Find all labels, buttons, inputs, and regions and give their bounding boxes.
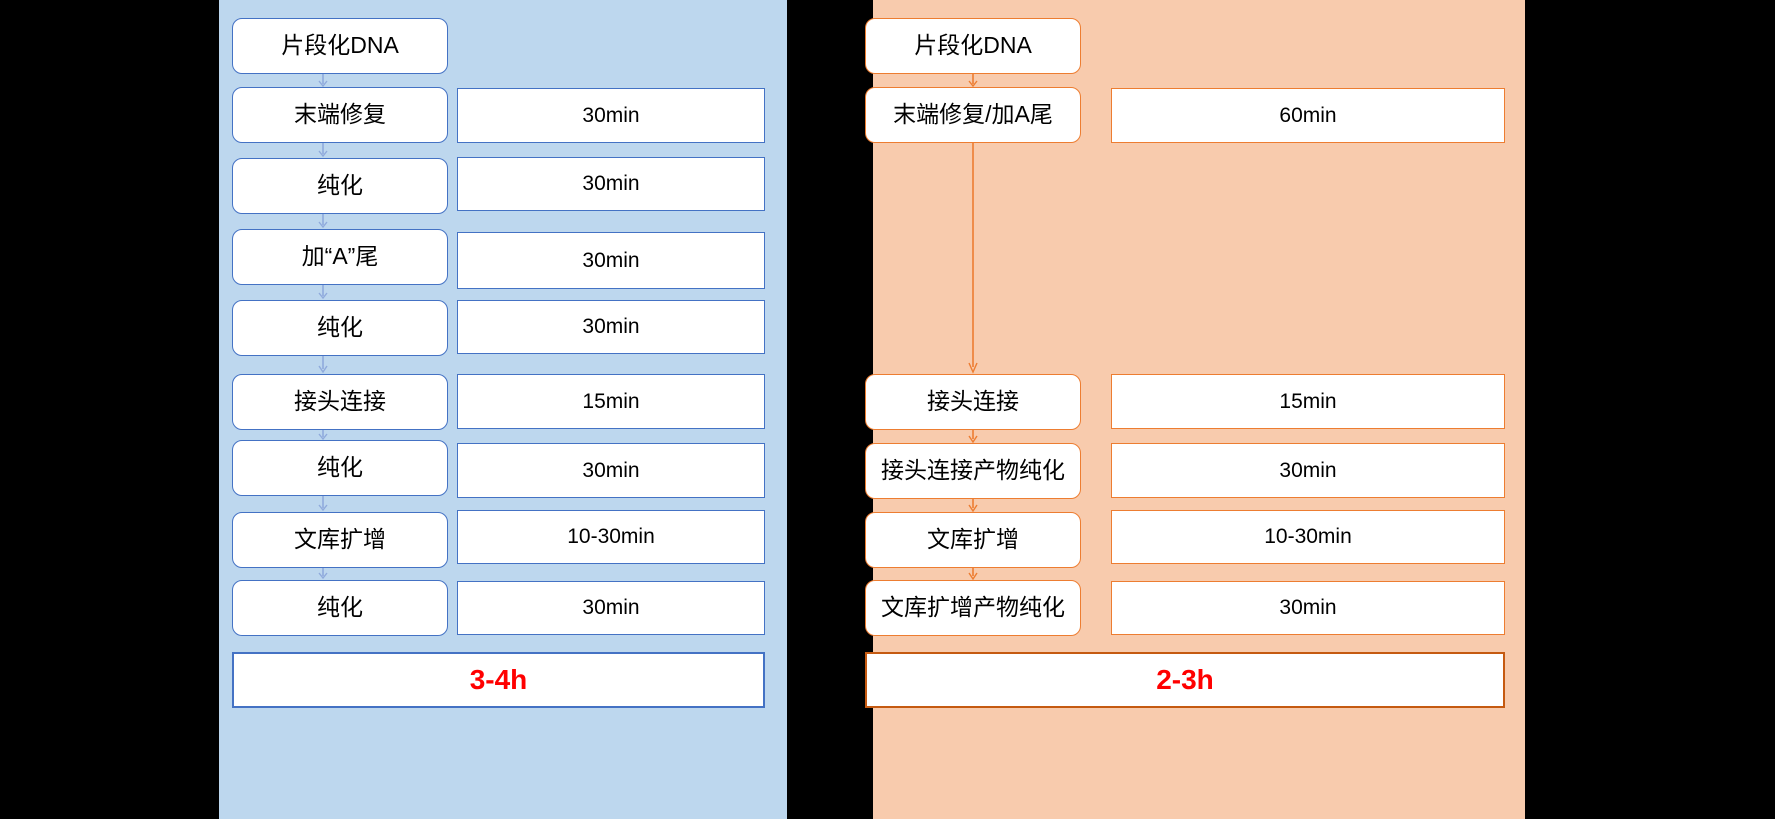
process-node-label: 纯化 bbox=[317, 172, 363, 199]
duration-box: 30min bbox=[1111, 581, 1505, 635]
total-time-box: 2-3h bbox=[865, 652, 1505, 708]
duration-box: 10-30min bbox=[457, 510, 765, 564]
workflow-panel-blue: 片段化DNA 末端修复 纯化 加“A”尾 纯化 接头连接 纯化 文库扩增 纯化 bbox=[219, 0, 787, 819]
process-node-label: 纯化 bbox=[317, 314, 363, 341]
duration-label: 30min bbox=[582, 103, 640, 127]
total-time-label: 2-3h bbox=[1156, 664, 1214, 695]
flow-arrow-down-icon bbox=[315, 74, 331, 88]
process-node-label: 接头连接产物纯化 bbox=[881, 457, 1065, 484]
duration-label: 30min bbox=[1279, 596, 1337, 619]
duration-box: 30min bbox=[457, 157, 765, 211]
workflow-panel-orange: 片段化DNA 末端修复/加A尾 接头连接 接头连接产物纯化 文库扩增 文库扩增产… bbox=[865, 0, 1525, 819]
duration-box: 30min bbox=[457, 232, 765, 289]
flow-arrow-down-icon bbox=[965, 499, 981, 513]
process-node-label: 纯化 bbox=[317, 594, 363, 621]
process-node-label: 纯化 bbox=[317, 454, 363, 481]
flow-arrow-down-icon bbox=[315, 356, 331, 375]
duration-label: 30min bbox=[582, 248, 640, 272]
process-node-label: 片段化DNA bbox=[914, 32, 1032, 59]
duration-label: 30min bbox=[582, 315, 640, 338]
process-node[interactable]: 末端修复 bbox=[232, 87, 448, 143]
duration-label: 10-30min bbox=[1264, 525, 1352, 548]
process-node[interactable]: 接头连接 bbox=[232, 374, 448, 430]
duration-label: 15min bbox=[582, 389, 640, 413]
process-node[interactable]: 文库扩增 bbox=[232, 512, 448, 568]
flow-arrow-down-icon bbox=[315, 214, 331, 230]
duration-box: 30min bbox=[457, 300, 765, 354]
flow-arrow-down-icon bbox=[315, 496, 331, 513]
duration-label: 15min bbox=[1279, 389, 1337, 413]
duration-box: 30min bbox=[457, 581, 765, 635]
flow-arrow-down-icon bbox=[315, 143, 331, 159]
duration-box: 30min bbox=[457, 88, 765, 143]
process-node-label: 接头连接 bbox=[927, 388, 1019, 415]
process-node[interactable]: 纯化 bbox=[232, 158, 448, 214]
process-node[interactable]: 纯化 bbox=[232, 440, 448, 496]
process-node[interactable]: 文库扩增产物纯化 bbox=[865, 580, 1081, 636]
process-node[interactable]: 接头连接产物纯化 bbox=[865, 443, 1081, 499]
duration-label: 30min bbox=[582, 596, 640, 619]
duration-label: 30min bbox=[582, 172, 640, 195]
process-node-label: 末端修复/加A尾 bbox=[893, 101, 1053, 128]
process-node[interactable]: 片段化DNA bbox=[232, 18, 448, 74]
process-node-label: 文库扩增 bbox=[927, 526, 1019, 553]
total-time-box: 3-4h bbox=[232, 652, 765, 708]
process-node-label: 文库扩增产物纯化 bbox=[881, 594, 1065, 621]
duration-box: 60min bbox=[1111, 88, 1505, 143]
duration-box: 15min bbox=[457, 374, 765, 429]
process-node[interactable]: 文库扩增 bbox=[865, 512, 1081, 568]
duration-label: 30min bbox=[1279, 458, 1337, 482]
duration-box: 30min bbox=[457, 443, 765, 498]
process-node[interactable]: 接头连接 bbox=[865, 374, 1081, 430]
process-node[interactable]: 纯化 bbox=[232, 300, 448, 356]
duration-label: 30min bbox=[582, 458, 640, 482]
flow-arrow-long-down-icon bbox=[965, 143, 981, 375]
duration-box: 30min bbox=[1111, 443, 1505, 498]
duration-label: 10-30min bbox=[567, 525, 655, 548]
process-node[interactable]: 纯化 bbox=[232, 580, 448, 636]
process-node-label: 末端修复 bbox=[294, 101, 386, 128]
flow-arrow-down-icon bbox=[965, 74, 981, 88]
process-node[interactable]: 加“A”尾 bbox=[232, 229, 448, 285]
process-node[interactable]: 末端修复/加A尾 bbox=[865, 87, 1081, 143]
process-node[interactable]: 片段化DNA bbox=[865, 18, 1081, 74]
process-node-label: 文库扩增 bbox=[294, 526, 386, 553]
duration-box: 10-30min bbox=[1111, 510, 1505, 564]
flow-arrow-down-icon bbox=[315, 285, 331, 301]
process-node-label: 接头连接 bbox=[294, 388, 386, 415]
flow-arrow-down-icon bbox=[965, 430, 981, 444]
total-time-label: 3-4h bbox=[469, 664, 528, 695]
process-node-label: 加“A”尾 bbox=[301, 243, 379, 270]
process-node-label: 片段化DNA bbox=[281, 32, 399, 59]
duration-box: 15min bbox=[1111, 374, 1505, 429]
duration-label: 60min bbox=[1279, 103, 1337, 127]
